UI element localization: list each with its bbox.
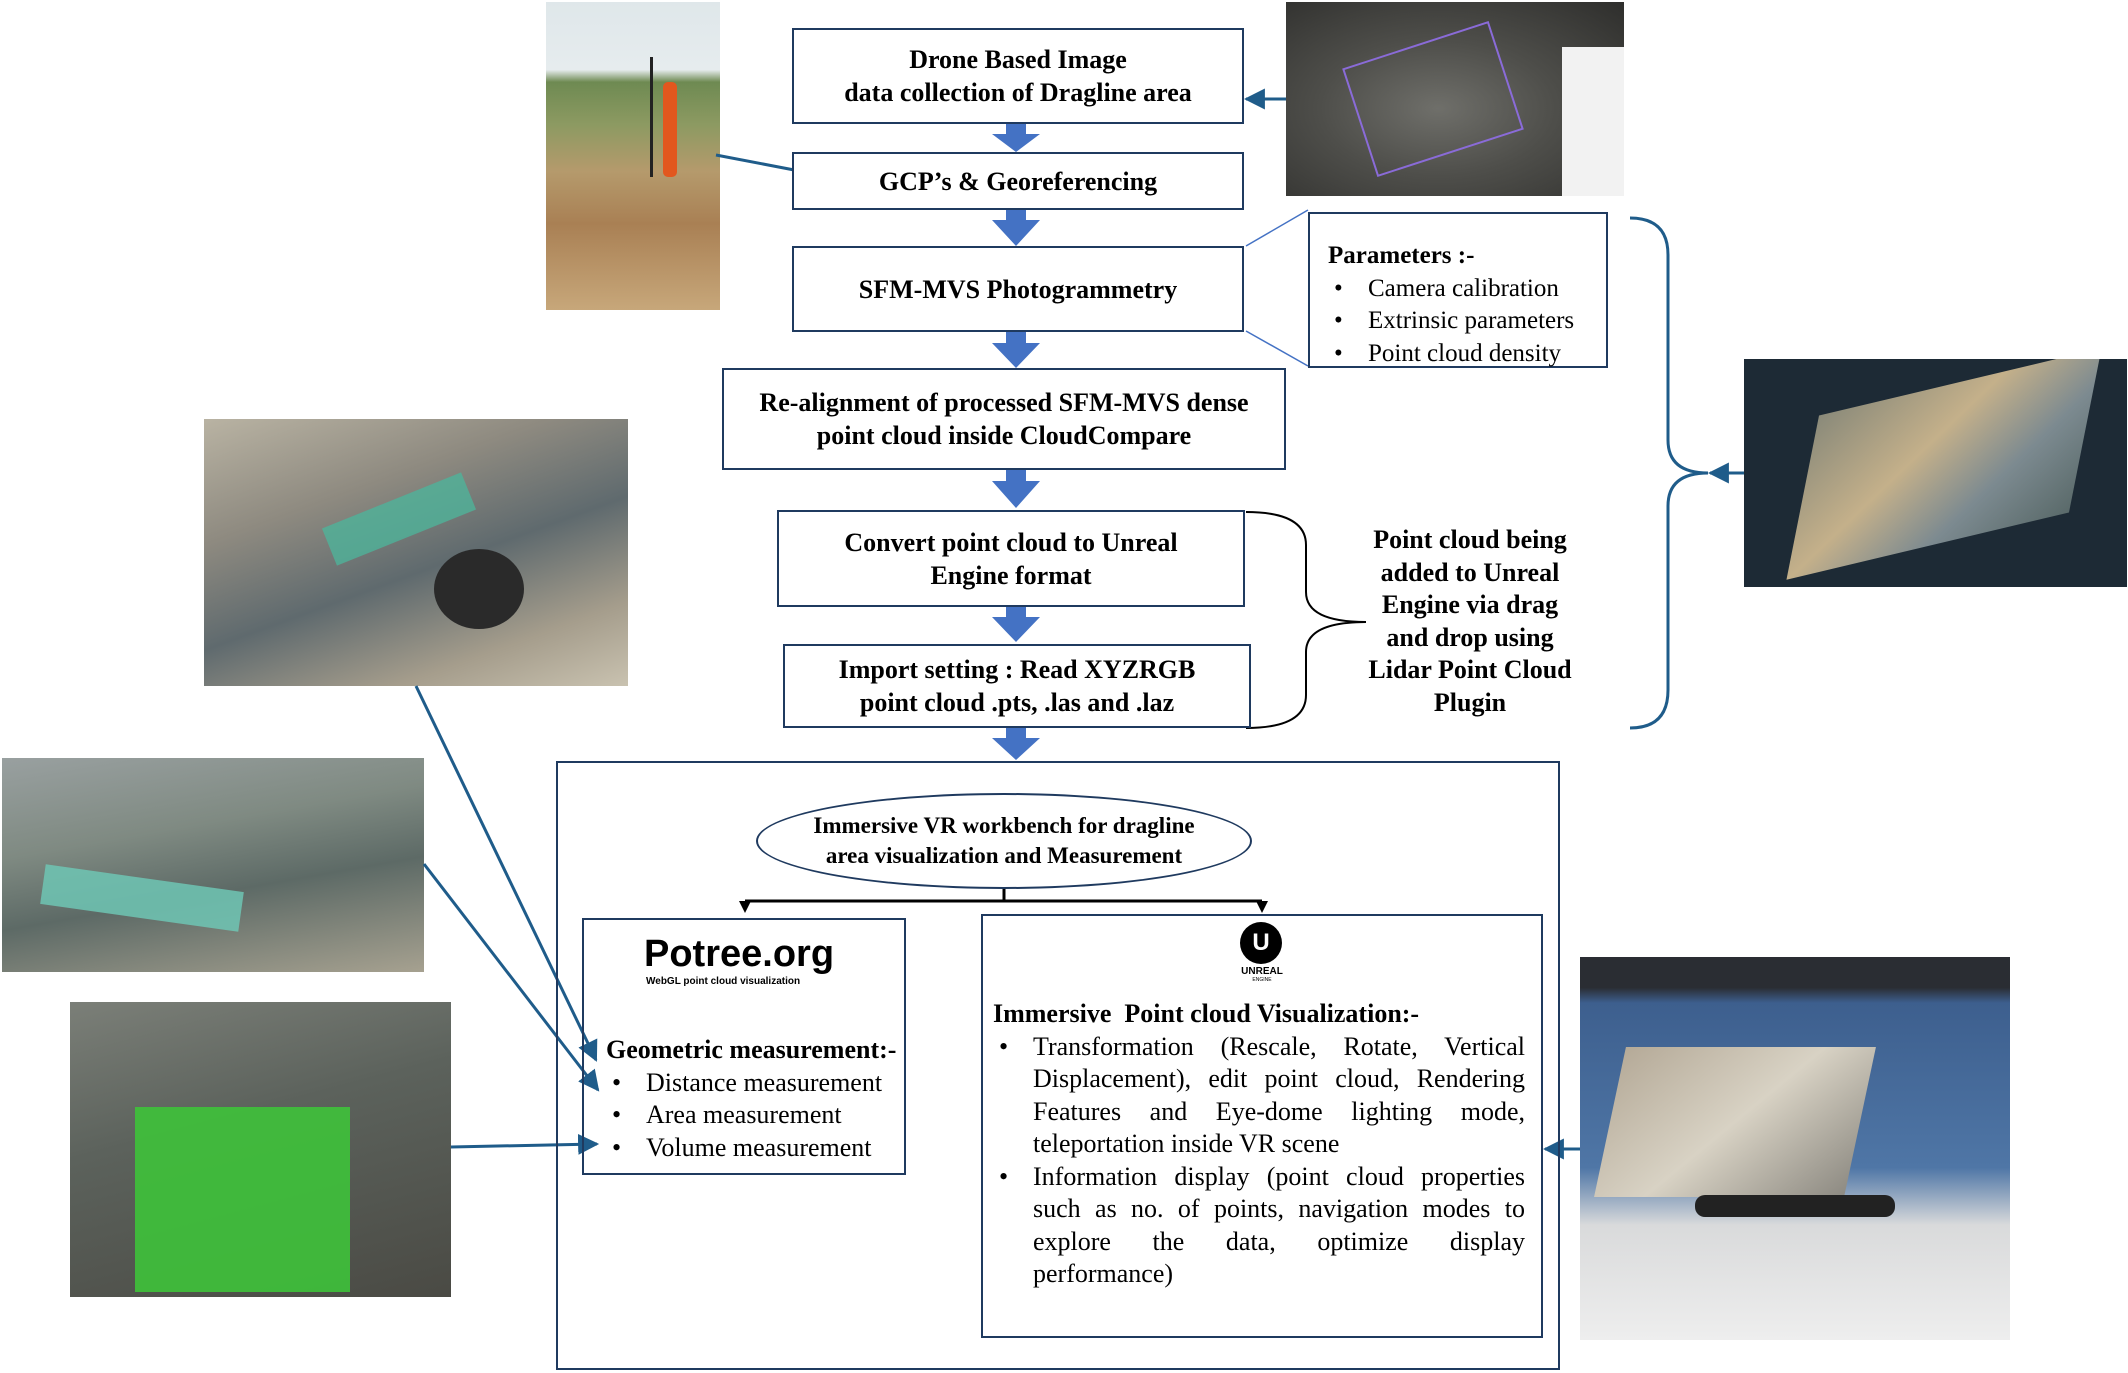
parameter-item: Point cloud density	[1328, 338, 1596, 371]
survey-pole	[650, 57, 653, 177]
side-note-line: and drop using	[1386, 622, 1554, 652]
parameter-item: Camera calibration	[1328, 273, 1596, 306]
dark-pit	[434, 549, 524, 629]
side-note-line: Engine via drag	[1381, 590, 1559, 619]
unreal-logo-icon: U	[1240, 922, 1282, 964]
field-photo-gcp	[546, 2, 720, 310]
side-note: Point cloud being added to Unreal Engine…	[1360, 524, 1580, 719]
step-sfm-mvs: SFM-MVS Photogrammetry	[792, 246, 1244, 332]
measurement-item: Area measurement	[606, 1099, 906, 1132]
unreal-heading: Immersive Point cloud Visualization:-	[993, 999, 1420, 1028]
side-note-line: added to Unreal	[1380, 557, 1560, 587]
potree-tagline: WebGL point cloud visualization	[646, 976, 801, 987]
potree-heading: Geometric measurement:-	[606, 1035, 897, 1064]
flow-arrow-2	[992, 210, 1040, 246]
measurement-item: Volume measurement	[606, 1132, 906, 1165]
step-drone-collection: Drone Based Image data collection of Dra…	[792, 28, 1244, 124]
step1-line2: data collection of Dragline area	[844, 78, 1192, 107]
callout-line-bottom	[1245, 330, 1309, 367]
point-cloud-overview	[1744, 359, 2127, 587]
side-note-line: Lidar Point Cloud	[1368, 655, 1572, 684]
flow-arrow-5	[992, 607, 1040, 642]
parameters-list: Camera calibration Extrinsic parameters …	[1328, 273, 1596, 371]
parameter-item: Extrinsic parameters	[1328, 305, 1596, 338]
side-note-line: Plugin	[1433, 687, 1507, 717]
workbench-container	[556, 761, 1560, 1370]
flight-plan-screenshot	[1286, 2, 1624, 196]
unreal-list: Transformation (Rescale, Rotate, Vertica…	[993, 1031, 1525, 1291]
brace-middle	[1245, 511, 1367, 729]
flow-arrow-1	[992, 124, 1040, 152]
unreal-logo-sub: ENGINE	[1252, 977, 1272, 983]
workbench-title-line2: area visualization and Measurement	[825, 843, 1183, 868]
dragline-pointcloud-1	[204, 419, 628, 686]
step2-label: GCP’s & Georeferencing	[878, 166, 1158, 196]
measurement-item: Distance measurement	[606, 1067, 906, 1100]
surveyor-figure	[663, 82, 677, 177]
step-gcp-georeferencing: GCP’s & Georeferencing	[792, 152, 1244, 210]
step5-line2: Engine format	[930, 560, 1092, 590]
flow-arrows	[992, 124, 1040, 760]
flow-arrow-4	[992, 470, 1040, 508]
step-realignment: Re-alignment of processed SFM-MVS dense …	[722, 368, 1286, 470]
settings-panel	[1562, 47, 1624, 196]
volume-measurement-view	[70, 1002, 451, 1297]
feature-item: Information display (point cloud propert…	[993, 1161, 1525, 1291]
step-import-setting: Import setting : Read XYZRGB point cloud…	[783, 644, 1251, 728]
tree-arrow-right	[1256, 901, 1268, 913]
step3-label: SFM-MVS Photogrammetry	[858, 274, 1178, 304]
brace-right	[1629, 216, 1709, 730]
potree-content: Geometric measurement:- Distance measure…	[606, 1034, 906, 1164]
vr-scene-screenshot	[1580, 957, 2010, 1340]
dragline-pointcloud-2	[2, 758, 424, 972]
volume-box	[135, 1107, 350, 1292]
workbench-title-line1: Immersive VR workbench for dragline	[813, 813, 1195, 838]
vr-menu-bar	[1695, 1195, 1895, 1217]
potree-logo: Potree.org	[644, 933, 835, 975]
unreal-logo-text: UNREAL	[1241, 966, 1283, 977]
parameters-title: Parameters :-	[1328, 242, 1475, 269]
unreal-content: Immersive Point cloud Visualization:- Tr…	[993, 998, 1525, 1291]
flow-arrow-3	[992, 332, 1040, 368]
side-note-line: Point cloud being	[1373, 525, 1567, 554]
flow-arrow-6	[992, 728, 1040, 760]
parameters-box: Parameters :- Camera calibration Extrins…	[1308, 212, 1608, 371]
potree-list: Distance measurement Area measurement Vo…	[606, 1067, 906, 1165]
step6-line2: point cloud .pts, .las and .laz	[859, 688, 1175, 717]
feature-item: Transformation (Rescale, Rotate, Vertica…	[993, 1031, 1525, 1161]
tree-arrow-left	[739, 901, 751, 913]
potree-box: Potree.org WebGL point cloud visualizati…	[582, 918, 906, 1175]
callout-line-top	[1245, 209, 1309, 247]
workbench-title-ellipse: Immersive VR workbench for dragline area…	[756, 793, 1252, 889]
step4-line1: Re-alignment of processed SFM-MVS dense	[759, 388, 1249, 417]
step4-line2: point cloud inside CloudCompare	[816, 421, 1192, 450]
arrow-volume	[450, 1133, 600, 1155]
step1-line1: Drone Based Image	[909, 45, 1127, 74]
unreal-box: U UNREAL ENGINE Immersive Point cloud Vi…	[981, 914, 1543, 1338]
step5-line1: Convert point cloud to Unreal	[844, 527, 1178, 557]
step-convert-format: Convert point cloud to Unreal Engine for…	[777, 510, 1245, 607]
step6-line1: Import setting : Read XYZRGB	[838, 655, 1196, 684]
arrow-pc1	[414, 685, 598, 1062]
arrow-pc2	[422, 863, 600, 1092]
